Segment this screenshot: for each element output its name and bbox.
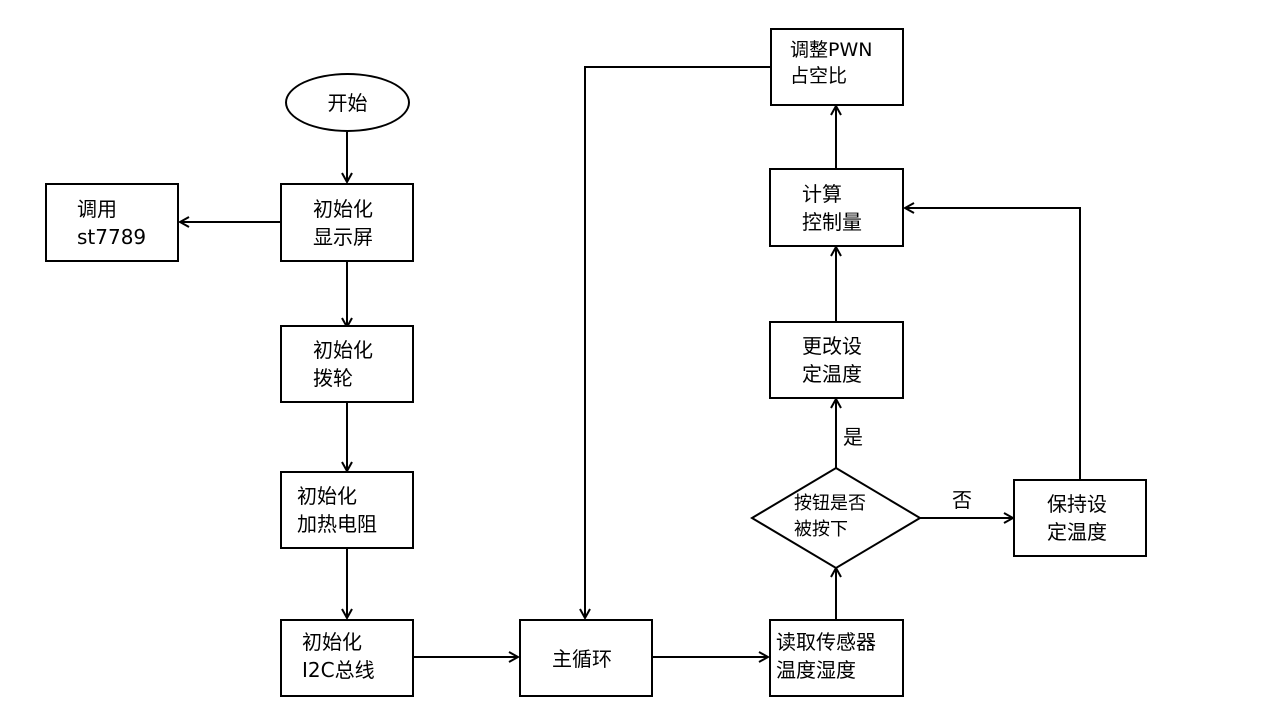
init-display-line2: 显示屏 [313, 225, 373, 249]
init-dial-line1: 初始化 [313, 338, 373, 362]
init-i2c-line1: 初始化 [302, 630, 362, 654]
init-display-line1: 初始化 [313, 197, 373, 221]
init-dial-node: 初始化 拨轮 [280, 325, 414, 403]
compute-control-line1: 计算 [802, 182, 842, 206]
decision-line1: 按钮是否 [794, 493, 866, 514]
change-setting-line1: 更改设 [802, 334, 862, 358]
read-sensor-node: 读取传感器 温度湿度 [769, 619, 904, 697]
adjust-pwm-line1: 调整PWN [790, 39, 873, 61]
edge-label-no: 否 [952, 488, 972, 512]
change-setting-line2: 定温度 [802, 362, 862, 386]
edge-adjust-pwm-to-main-loop [585, 66, 771, 618]
init-heater-line2: 加热电阻 [297, 512, 377, 536]
st7789-node: 调用 st7789 [45, 183, 179, 262]
main-loop-label: 主循环 [552, 647, 612, 671]
init-dial-line2: 拨轮 [313, 366, 353, 390]
change-setting-node: 更改设 定温度 [769, 321, 904, 399]
compute-control-node: 计算 控制量 [769, 168, 904, 247]
keep-setting-line1: 保持设 [1047, 492, 1107, 516]
read-sensor-line2: 温度湿度 [776, 658, 856, 682]
compute-control-line2: 控制量 [802, 210, 862, 234]
main-loop-node: 主循环 [519, 619, 653, 697]
init-heater-node: 初始化 加热电阻 [280, 471, 414, 549]
keep-setting-line2: 定温度 [1047, 520, 1107, 544]
start-node: 开始 [285, 73, 410, 132]
decision-text: 按钮是否 被按下 [794, 491, 866, 543]
start-label: 开始 [327, 90, 368, 115]
init-i2c-node: 初始化 I2C总线 [280, 619, 414, 697]
read-sensor-line1: 读取传感器 [776, 630, 876, 654]
adjust-pwm-node: 调整PWN 占空比 [770, 28, 904, 106]
decision-line2: 被按下 [794, 519, 848, 540]
decision-diamond-shape [750, 466, 922, 570]
st7789-line1: 调用 [77, 197, 117, 221]
st7789-line2: st7789 [77, 225, 147, 249]
edge-keep-setting-to-compute-control [905, 208, 1081, 480]
edge-label-yes: 是 [843, 425, 863, 449]
init-display-node: 初始化 显示屏 [280, 183, 414, 262]
keep-setting-node: 保持设 定温度 [1013, 479, 1147, 557]
init-i2c-line2: I2C总线 [302, 658, 375, 682]
init-heater-line1: 初始化 [297, 484, 357, 508]
adjust-pwm-line2: 占空比 [790, 65, 848, 87]
